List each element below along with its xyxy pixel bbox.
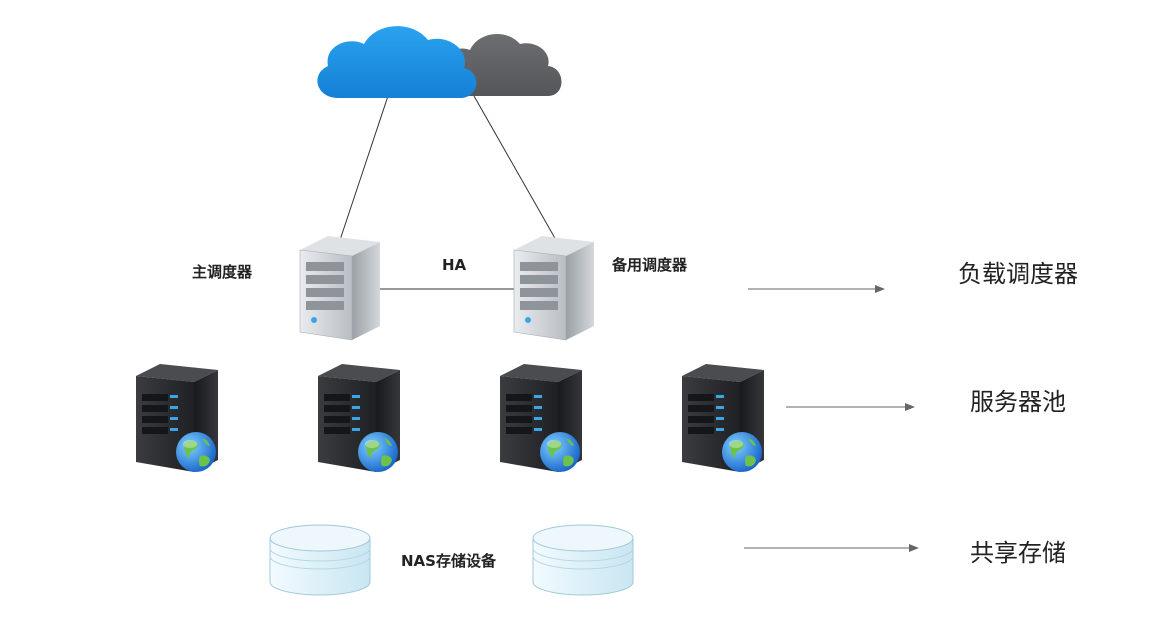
backup-scheduler-label: 备用调度器: [611, 256, 688, 274]
link-cloud-primary: [337, 95, 389, 247]
globe-icon: [358, 432, 398, 472]
legend-load-scheduler: 负载调度器: [958, 260, 1078, 288]
globe-icon: [176, 432, 216, 472]
legend-server-pool: 服务器池: [970, 388, 1066, 416]
primary-cloud-icon: [317, 26, 477, 98]
link-cloud-backup: [473, 95, 557, 241]
primary-scheduler-server-icon: [299, 235, 381, 341]
globe-icon: [540, 432, 580, 472]
legend-shared-storage: 共享存储: [970, 539, 1066, 567]
nas-label: NAS存储设备: [401, 552, 497, 570]
primary-scheduler-label: 主调度器: [192, 263, 253, 281]
pool-server-1-icon: [136, 364, 218, 472]
ha-label: HA: [442, 256, 467, 274]
backup-scheduler-server-icon: [513, 235, 595, 341]
pool-server-4-icon: [682, 364, 764, 472]
globe-icon: [722, 432, 762, 472]
nas-disk-1-icon: [269, 524, 371, 596]
pool-server-2-icon: [318, 364, 400, 472]
nas-disk-2-icon: [532, 524, 634, 596]
pool-server-3-icon: [500, 364, 582, 472]
